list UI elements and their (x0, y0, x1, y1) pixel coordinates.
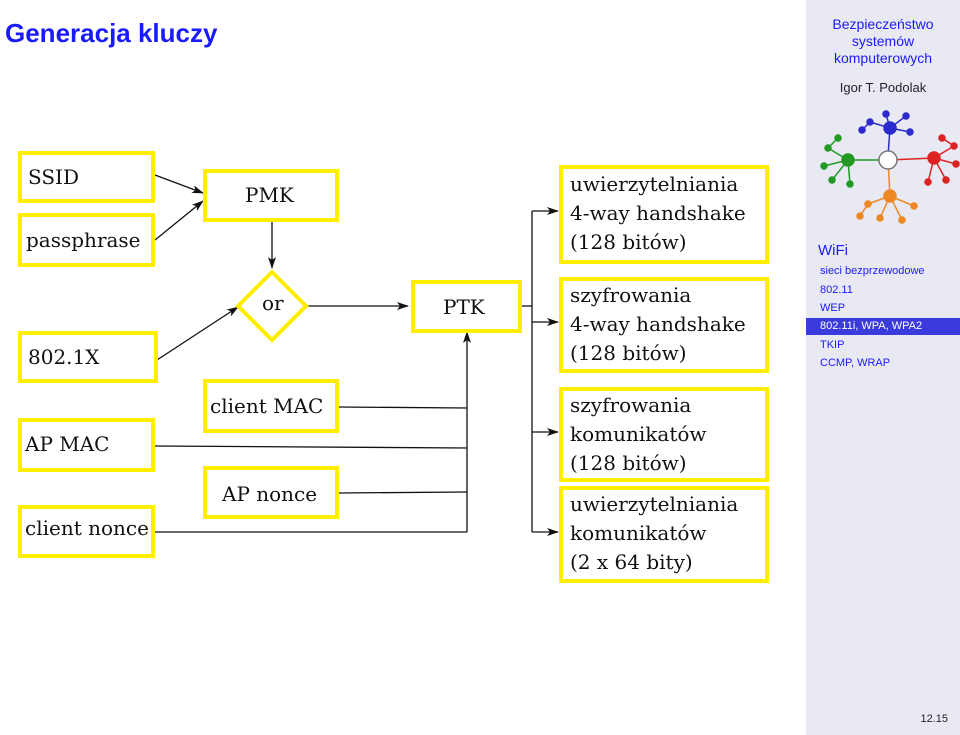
ap-mac-label: AP MAC (24, 432, 109, 456)
key-generation-diagram: SSID passphrase 802.1X AP MAC client non… (18, 151, 769, 583)
ptk-label: PTK (443, 295, 486, 319)
ap-nonce-box (203, 466, 339, 519)
output-1-line-2: 4-way handshake (570, 201, 746, 225)
output-box-4 (559, 486, 769, 583)
slide-title: Generacja kluczy (5, 18, 218, 48)
output-1-line-3: (128 bitów) (570, 230, 687, 254)
sidebar-item-802-11i-wpa-wpa2[interactable]: 802.11i, WPA, WPA2 (806, 318, 960, 335)
8021x-label: 802.1X (28, 345, 100, 369)
output-1-line-1: uwierzytelniania (570, 172, 738, 196)
line-ap-mac (154, 445, 468, 449)
course-title-line-1: Bezpieczeństwo (832, 16, 934, 32)
network-tree-logo (820, 110, 960, 224)
client-nonce-label: client nonce (25, 516, 149, 540)
blue-cluster (858, 110, 914, 157)
line-client-mac (337, 406, 468, 409)
center-node (878, 150, 898, 170)
course-title: Bezpieczeństwo systemów komputerowych (806, 16, 960, 67)
arrow-8021x-or (156, 306, 239, 361)
author-name: Igor T. Podolak (839, 80, 927, 95)
ssid-box (18, 151, 155, 203)
or-label: or (262, 291, 284, 315)
arrow-passphrase-pmk (154, 200, 204, 241)
output-2-line-3: (128 bitów) (570, 341, 687, 365)
sidebar-item-tkip[interactable]: TKIP (820, 339, 845, 351)
ap-nonce-label: AP nonce (221, 482, 317, 506)
sidebar: Bezpieczeństwo systemów komputerowych Ig… (806, 0, 960, 735)
or-diamond (235, 269, 309, 343)
output-box-1 (559, 165, 769, 264)
output-3-line-2: komunikatów (570, 422, 707, 446)
line-ap-nonce (337, 491, 468, 494)
sidebar-item-wep[interactable]: WEP (820, 302, 846, 314)
sidebar-item-ccmp-wrap[interactable]: CCMP, WRAP (820, 357, 891, 369)
output-3-line-3: (128 bitów) (570, 451, 687, 475)
course-title-line-2: systemów (851, 33, 915, 49)
passphrase-label: passphrase (26, 228, 141, 252)
ptk-box (411, 280, 522, 333)
course-title-line-3: komputerowych (833, 50, 933, 66)
sidebar-section-wifi[interactable]: WiFi (818, 242, 848, 259)
output-4-line-1: uwierzytelniania (570, 492, 738, 516)
pmk-label: PMK (245, 183, 295, 207)
red-cluster (887, 134, 960, 186)
output-2-line-2: 4-way handshake (570, 312, 746, 336)
page-number: 12.15 (920, 713, 948, 725)
passphrase-box (18, 213, 155, 267)
output-box-3 (559, 387, 769, 482)
connectors (154, 174, 559, 536)
pmk-box (203, 169, 339, 222)
client-mac-label: client MAC (210, 394, 323, 418)
client-mac-box (203, 379, 339, 433)
sidebar-item-sieci-bezprzewodowe[interactable]: sieci bezprzewodowe (820, 265, 925, 277)
output-4-line-3: (2 x 64 bity) (570, 550, 693, 574)
8021x-box (18, 331, 158, 383)
green-cluster (820, 134, 888, 188)
ssid-label: SSID (28, 165, 79, 189)
output-4-line-2: komunikatów (570, 521, 707, 545)
output-2-line-1: szyfrowania (570, 283, 691, 307)
sidebar-item-802-11[interactable]: 802.11 (820, 284, 853, 296)
client-nonce-box (18, 505, 155, 558)
ap-mac-box (18, 418, 155, 472)
arrow-ssid-pmk (154, 174, 204, 194)
output-3-line-1: szyfrowania (570, 393, 691, 417)
output-box-2 (559, 277, 769, 373)
